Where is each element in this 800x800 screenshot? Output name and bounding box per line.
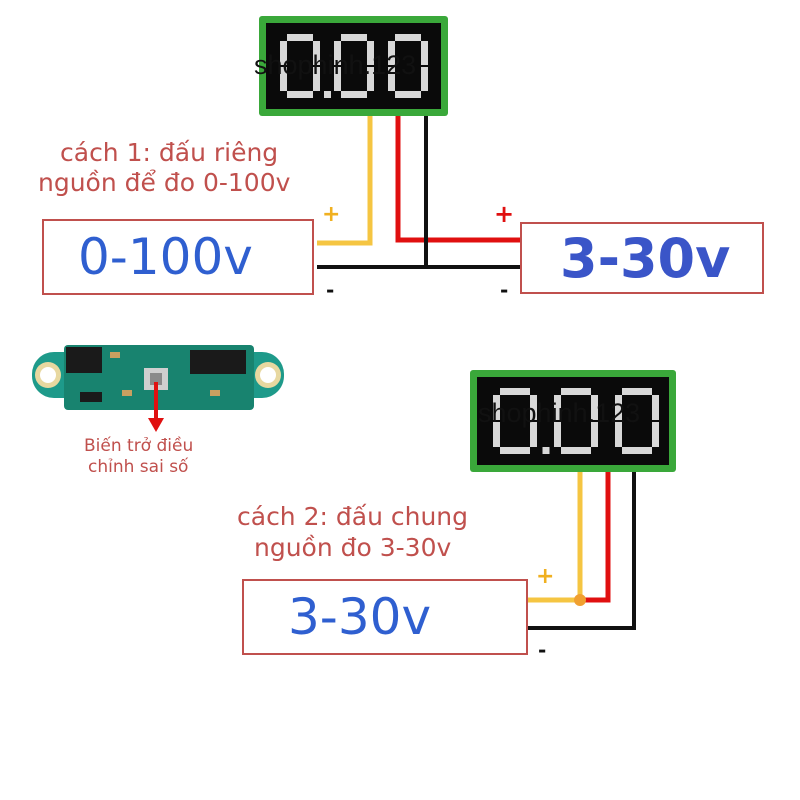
method1-yellow-wire [317,112,373,246]
display-digit [615,388,659,454]
method2-plus-sign: + [536,564,555,589]
method1-minus-sign-2: - [500,278,509,302]
red-down-arrow-icon [148,382,164,432]
display-digit [388,34,428,98]
method1-plus-sign-1: + [322,202,341,227]
method1-input-label: 0-100v [78,228,253,286]
pcb-caption-line2: chỉnh sai số [88,457,189,477]
method1-plus-sign-2: + [494,200,515,228]
method1-wires [317,112,520,269]
method1-title-line1: cách 1: đấu riêng [60,138,279,167]
method2-title-line1: cách 2: đấu chung [237,502,469,531]
method2-black-wire [528,470,636,630]
method2-input-label: 3-30v [288,588,432,646]
method1-power-box: 3-30v [520,222,764,294]
method2-minus-sign: - [538,638,547,662]
method1-red-wire [395,112,520,243]
pcb-caption-line1: Biến trở điều [84,436,194,456]
method2-display [470,370,676,472]
display-digit [280,34,320,98]
display-digit [334,34,374,98]
method1-title-line2: nguồn để đo 0-100v [38,168,291,197]
decimal-point [324,91,331,98]
method1-input-box: 0-100v [42,219,314,295]
method2-junction [574,594,586,606]
pcb-board [32,345,284,410]
method2-input-box: 3-30v [242,579,528,655]
method1-power-label: 3-30v [560,227,731,290]
method2-title-line2: nguồn đo 3-30v [254,533,452,562]
method1-minus-sign-1: - [326,278,335,302]
display-digit [554,388,598,454]
method2-wires [528,470,636,630]
display-digit [493,388,537,454]
watermark-bottom: shophinh.123 [478,398,641,428]
decimal-point [542,447,550,454]
method1-display [259,16,448,116]
method2-red-wire [580,470,611,603]
watermark-top: shophinh.123 [254,50,417,80]
